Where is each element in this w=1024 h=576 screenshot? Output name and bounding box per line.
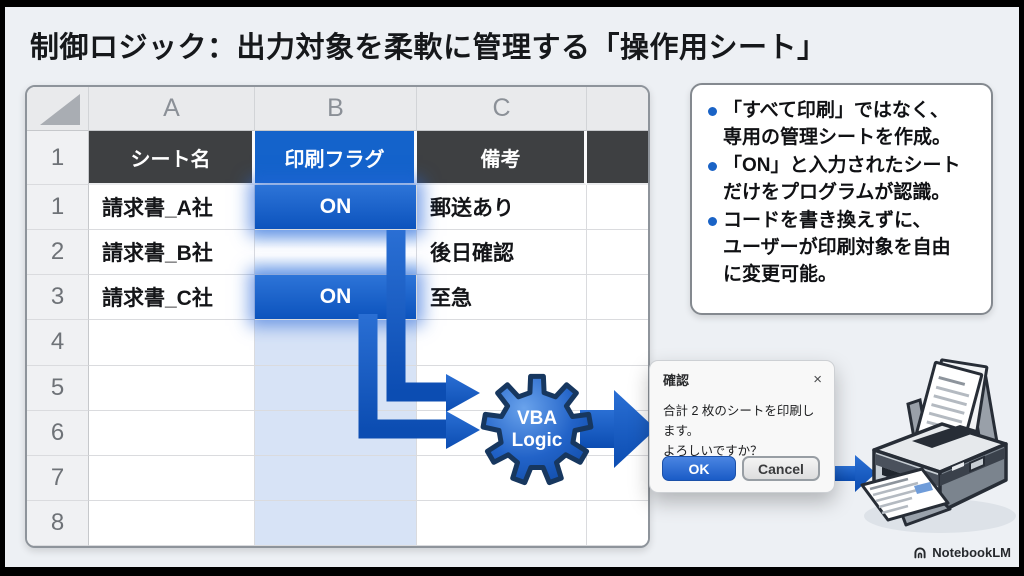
sheet-name-cell	[89, 410, 255, 456]
note-cell	[417, 455, 587, 501]
dialog-title: 確認	[663, 373, 690, 388]
brand-label: NotebookLM	[932, 545, 1011, 560]
dialog-titlebar: 確認 ×	[650, 361, 834, 389]
close-icon[interactable]: ×	[813, 371, 822, 388]
note-item: コードを書き換えずに、 ユーザーが印刷対象を自由 に変更可能。	[705, 208, 981, 289]
print-flag-cell	[255, 230, 417, 276]
note-cell: 至急	[417, 275, 587, 321]
sheet-name-cell: 請求書_A社	[89, 185, 255, 231]
empty-cell	[587, 230, 648, 276]
empty-cell	[587, 455, 648, 501]
empty-cell	[587, 320, 648, 366]
page-title: 制御ロジック：出力対象を柔軟に管理する「操作用シート」	[30, 32, 827, 64]
sheet-name-cell	[89, 365, 255, 411]
row-number: 5	[27, 365, 89, 411]
cancel-button[interactable]: Cancel	[742, 456, 820, 481]
column-letter-B: B	[255, 87, 417, 131]
note-cell	[417, 365, 587, 411]
row-number: 3	[27, 275, 89, 321]
note-cell	[417, 410, 587, 456]
sheet-header-cell: 備考	[417, 131, 587, 185]
row-number: 1	[27, 185, 89, 231]
empty-cell	[587, 275, 648, 321]
sheet-name-cell: 請求書_B社	[89, 230, 255, 276]
empty-cell	[587, 500, 648, 546]
print-flag-cell: ON	[255, 275, 417, 321]
sheet-header-cell: 印刷フラグ	[255, 131, 417, 185]
row-number: 7	[27, 455, 89, 501]
print-flag-cell	[255, 410, 417, 456]
sheet-header-cell	[587, 131, 648, 185]
select-all-corner	[27, 87, 89, 131]
print-flag-cell	[255, 455, 417, 501]
select-all-triangle	[40, 94, 80, 125]
sheet-name-cell	[89, 455, 255, 501]
output-paper	[860, 467, 950, 522]
footer-brand: NotebookLM	[0, 545, 1011, 560]
row-number: 6	[27, 410, 89, 456]
note-item: 「ON」と入力されたシート だけをプログラムが認識。	[705, 153, 981, 207]
empty-cell	[587, 185, 648, 231]
sheet-name-cell	[89, 320, 255, 366]
empty-cell	[587, 365, 648, 411]
column-letter	[587, 87, 648, 131]
empty-cell	[587, 410, 648, 456]
note-item: 「すべて印刷」ではなく、 専用の管理シートを作成。	[705, 98, 981, 152]
printer-illustration	[860, 358, 1016, 533]
sheet-header-cell: シート名	[89, 131, 255, 185]
print-flag-cell	[255, 500, 417, 546]
print-flag-cell	[255, 365, 417, 411]
power-button	[969, 455, 985, 473]
note-cell: 郵送あり	[417, 185, 587, 231]
sheet-name-cell: 請求書_C社	[89, 275, 255, 321]
row-number: 8	[27, 500, 89, 546]
sheet-name-cell	[89, 500, 255, 546]
note-cell	[417, 320, 587, 366]
column-letter-C: C	[417, 87, 587, 131]
confirm-dialog: 確認 × 合計 2 枚のシートを印刷します。 よろしいですか？ OK Cance…	[649, 360, 835, 493]
paper-blue-block	[914, 482, 933, 494]
dialog-message: 合計 2 枚のシートを印刷します。 よろしいですか？	[663, 404, 815, 458]
note-cell	[417, 500, 587, 546]
row-number: 2	[27, 230, 89, 276]
row-number: 4	[27, 320, 89, 366]
notebooklm-icon	[914, 547, 926, 558]
row-number: 1	[27, 131, 89, 185]
column-letter-A: A	[89, 87, 255, 131]
print-flag-cell	[255, 320, 417, 366]
ok-button[interactable]: OK	[662, 456, 736, 481]
notes-panel: 「すべて印刷」ではなく、 専用の管理シートを作成。 「ON」と入力されたシート …	[690, 83, 993, 315]
note-cell: 後日確認	[417, 230, 587, 276]
printer-feed-slot	[912, 425, 980, 448]
indicator-light	[952, 462, 964, 471]
dialog-buttons: OK Cancel	[662, 456, 820, 481]
print-flag-cell: ON	[255, 185, 417, 231]
